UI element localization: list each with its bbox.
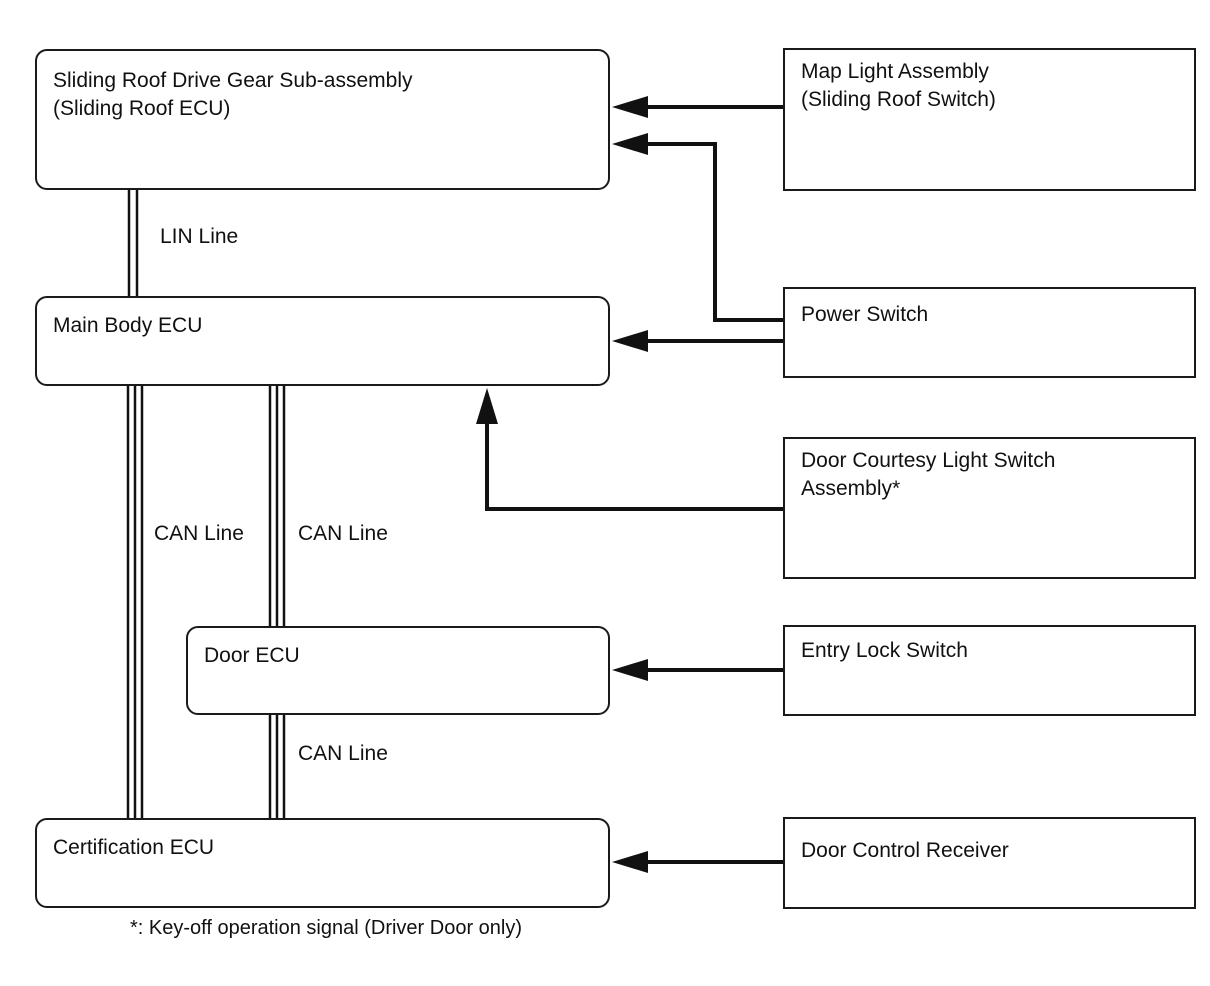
can-line-main-cert: [126, 385, 144, 818]
entry-lock-switch-label: Entry Lock Switch: [801, 639, 968, 662]
door-ecu-label: Door ECU: [204, 644, 300, 667]
map-light-assembly-box: Map Light Assembly (Sliding Roof Switch): [783, 48, 1196, 191]
signal-receiver-to-certification: [612, 851, 783, 873]
signal-entry-lock-to-door-ecu: [612, 659, 783, 681]
main-body-ecu-box: Main Body ECU: [35, 296, 610, 386]
signal-map-light-to-roof: [612, 96, 783, 118]
can-line-label-door-cert: CAN Line: [298, 742, 388, 765]
signal-door-courtesy-to-main-body: [476, 388, 783, 511]
door-courtesy-switch-box: Door Courtesy Light Switch Assembly*: [783, 437, 1196, 579]
door-courtesy-switch-label: Door Courtesy Light Switch Assembly*: [801, 449, 1056, 500]
main-body-ecu-label: Main Body ECU: [53, 314, 203, 337]
certification-ecu-box: Certification ECU: [35, 818, 610, 908]
door-control-receiver-box: Door Control Receiver: [783, 817, 1196, 909]
footnote: *: Key-off operation signal (Driver Door…: [130, 917, 523, 939]
door-ecu-box: Door ECU: [186, 626, 610, 715]
can-line-label-main-door: CAN Line: [298, 522, 388, 545]
entry-lock-switch-box: Entry Lock Switch: [783, 625, 1196, 716]
map-light-assembly-label: Map Light Assembly (Sliding Roof Switch): [801, 60, 996, 111]
can-line-main-door: [268, 385, 286, 626]
door-control-receiver-label: Door Control Receiver: [801, 839, 1009, 862]
sliding-roof-ecu-box: Sliding Roof Drive Gear Sub-assembly (Sl…: [35, 49, 610, 190]
sliding-roof-ecu-label: Sliding Roof Drive Gear Sub-assembly (Sl…: [53, 69, 413, 120]
signal-power-switch-to-main-body: [612, 330, 783, 352]
lin-line-label: LIN Line: [160, 225, 239, 248]
can-line-door-cert: [268, 714, 286, 818]
power-switch-label: Power Switch: [801, 303, 929, 326]
certification-ecu-label: Certification ECU: [53, 836, 215, 859]
can-line-label-main-cert: CAN Line: [154, 522, 244, 545]
signal-power-switch-to-roof: [612, 133, 783, 322]
lin-line: [127, 189, 139, 296]
power-switch-box: Power Switch: [783, 287, 1196, 378]
